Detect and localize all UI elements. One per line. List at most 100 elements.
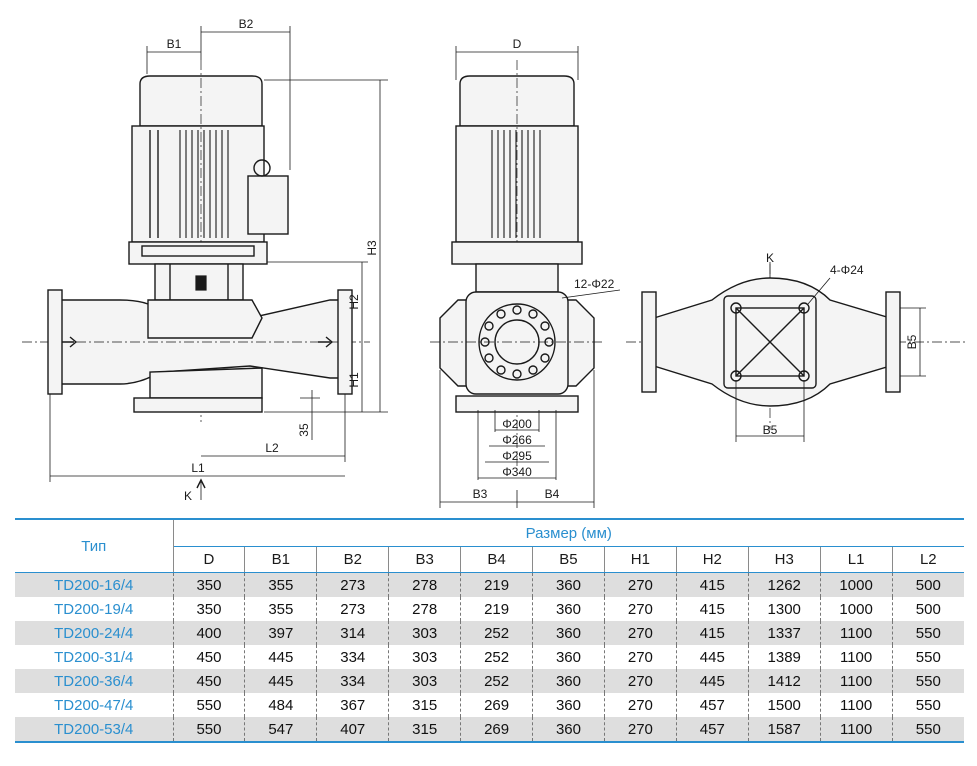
value-cell: 270 — [603, 645, 677, 669]
dim-bolts: 12-Φ22 — [574, 277, 615, 291]
side-motor-flange — [451, 241, 583, 265]
dim-phi295: Φ295 — [502, 449, 532, 463]
value-cell: 367 — [316, 693, 389, 717]
value-cell: 1587 — [747, 717, 821, 743]
value-cell: 252 — [460, 669, 533, 693]
plan-outlet-flange — [885, 291, 901, 393]
col-header: B3 — [388, 546, 461, 573]
value-cell: 397 — [244, 621, 317, 645]
value-cell: 360 — [532, 572, 605, 597]
plan-bolts: 4-Φ24 — [830, 263, 864, 277]
value-cell: 269 — [460, 717, 533, 743]
dim-35: 35 — [297, 423, 311, 437]
value-cell: 303 — [388, 621, 461, 645]
value-cell: 500 — [891, 572, 964, 597]
col-header: B4 — [460, 546, 533, 573]
col-header: B2 — [316, 546, 389, 573]
side-view: D 12-Φ22 Φ200 Φ266 Φ295 Φ340 B3 B4 — [430, 37, 621, 508]
value-cell: 550 — [891, 645, 964, 669]
dim-k: K — [184, 489, 192, 503]
value-cell: 314 — [316, 621, 389, 645]
value-cell: 219 — [460, 597, 533, 621]
value-cell: 360 — [532, 597, 605, 621]
value-cell: 445 — [675, 669, 749, 693]
value-cell: 550 — [172, 693, 245, 717]
value-cell: 1262 — [747, 572, 821, 597]
dim-h3: H3 — [365, 240, 379, 256]
value-cell: 355 — [244, 597, 317, 621]
value-cell: 1000 — [819, 572, 893, 597]
type-cell: TD200-19/4 — [54, 600, 134, 618]
front-lifting-eye — [253, 159, 271, 177]
value-cell: 273 — [316, 597, 389, 621]
col-header: D — [172, 546, 245, 573]
col-header: H1 — [603, 546, 677, 573]
value-cell: 350 — [172, 597, 245, 621]
plan-k: K — [766, 251, 774, 265]
plan-b5-side: B5 — [905, 334, 919, 349]
value-cell: 445 — [244, 669, 317, 693]
plan-inlet-flange — [641, 291, 657, 393]
value-cell: 550 — [891, 669, 964, 693]
value-cell: 273 — [316, 572, 389, 597]
value-cell: 547 — [244, 717, 317, 743]
value-cell: 1000 — [819, 597, 893, 621]
type-cell: TD200-31/4 — [54, 648, 134, 666]
front-pedestal — [149, 367, 263, 399]
col-header: B5 — [532, 546, 605, 573]
value-cell: 219 — [460, 572, 533, 597]
value-cell: 550 — [891, 693, 964, 717]
dim-d: D — [513, 37, 522, 51]
dim-phi266: Φ266 — [502, 433, 532, 447]
value-cell: 270 — [603, 717, 677, 743]
value-cell: 334 — [316, 645, 389, 669]
value-cell: 484 — [244, 693, 317, 717]
value-cell: 355 — [244, 572, 317, 597]
value-cell: 360 — [532, 645, 605, 669]
value-cell: 270 — [603, 597, 677, 621]
value-cell: 270 — [603, 693, 677, 717]
front-inlet-flange — [47, 289, 63, 395]
value-cell: 1389 — [747, 645, 821, 669]
value-cell: 360 — [532, 621, 605, 645]
value-cell: 400 — [172, 621, 245, 645]
value-cell: 360 — [532, 693, 605, 717]
value-cell: 450 — [172, 645, 245, 669]
size-header: Размер (мм) — [173, 518, 964, 547]
front-base — [133, 397, 263, 413]
value-cell: 1100 — [819, 717, 893, 743]
value-cell: 303 — [388, 669, 461, 693]
dim-b1: B1 — [167, 37, 182, 51]
value-cell: 445 — [244, 645, 317, 669]
technical-drawing: B1 B2 H3 H2 H1 35 L2 L1 K — [22, 17, 968, 508]
value-cell: 315 — [388, 693, 461, 717]
value-cell: 1100 — [819, 669, 893, 693]
value-cell: 415 — [675, 597, 749, 621]
column-headers: D B1 B2 B3 B4 B5 H1 H2 H3 L1 L2 — [15, 546, 964, 573]
value-cell: 407 — [316, 717, 389, 743]
value-cell: 550 — [891, 621, 964, 645]
value-cell: 415 — [675, 621, 749, 645]
value-cell: 1500 — [747, 693, 821, 717]
dim-b4: B4 — [545, 487, 560, 501]
col-header: B1 — [244, 546, 317, 573]
type-cell: TD200-36/4 — [15, 669, 173, 693]
value-cell: 303 — [388, 645, 461, 669]
type-cell: TD200-16/4 — [15, 572, 173, 597]
value-cell: 445 — [675, 645, 749, 669]
dim-l1: L1 — [191, 461, 205, 475]
value-cell: 1337 — [747, 621, 821, 645]
value-cell: 550 — [172, 717, 245, 743]
type-cell: TD200-53/4 — [15, 717, 173, 743]
front-terminal-box — [247, 175, 289, 235]
value-cell: 360 — [532, 717, 605, 743]
value-cell: 457 — [675, 717, 749, 743]
type-cell: TD200-24/4 — [15, 621, 173, 645]
dim-h1: H1 — [347, 372, 361, 388]
side-motor-fins — [491, 130, 541, 238]
